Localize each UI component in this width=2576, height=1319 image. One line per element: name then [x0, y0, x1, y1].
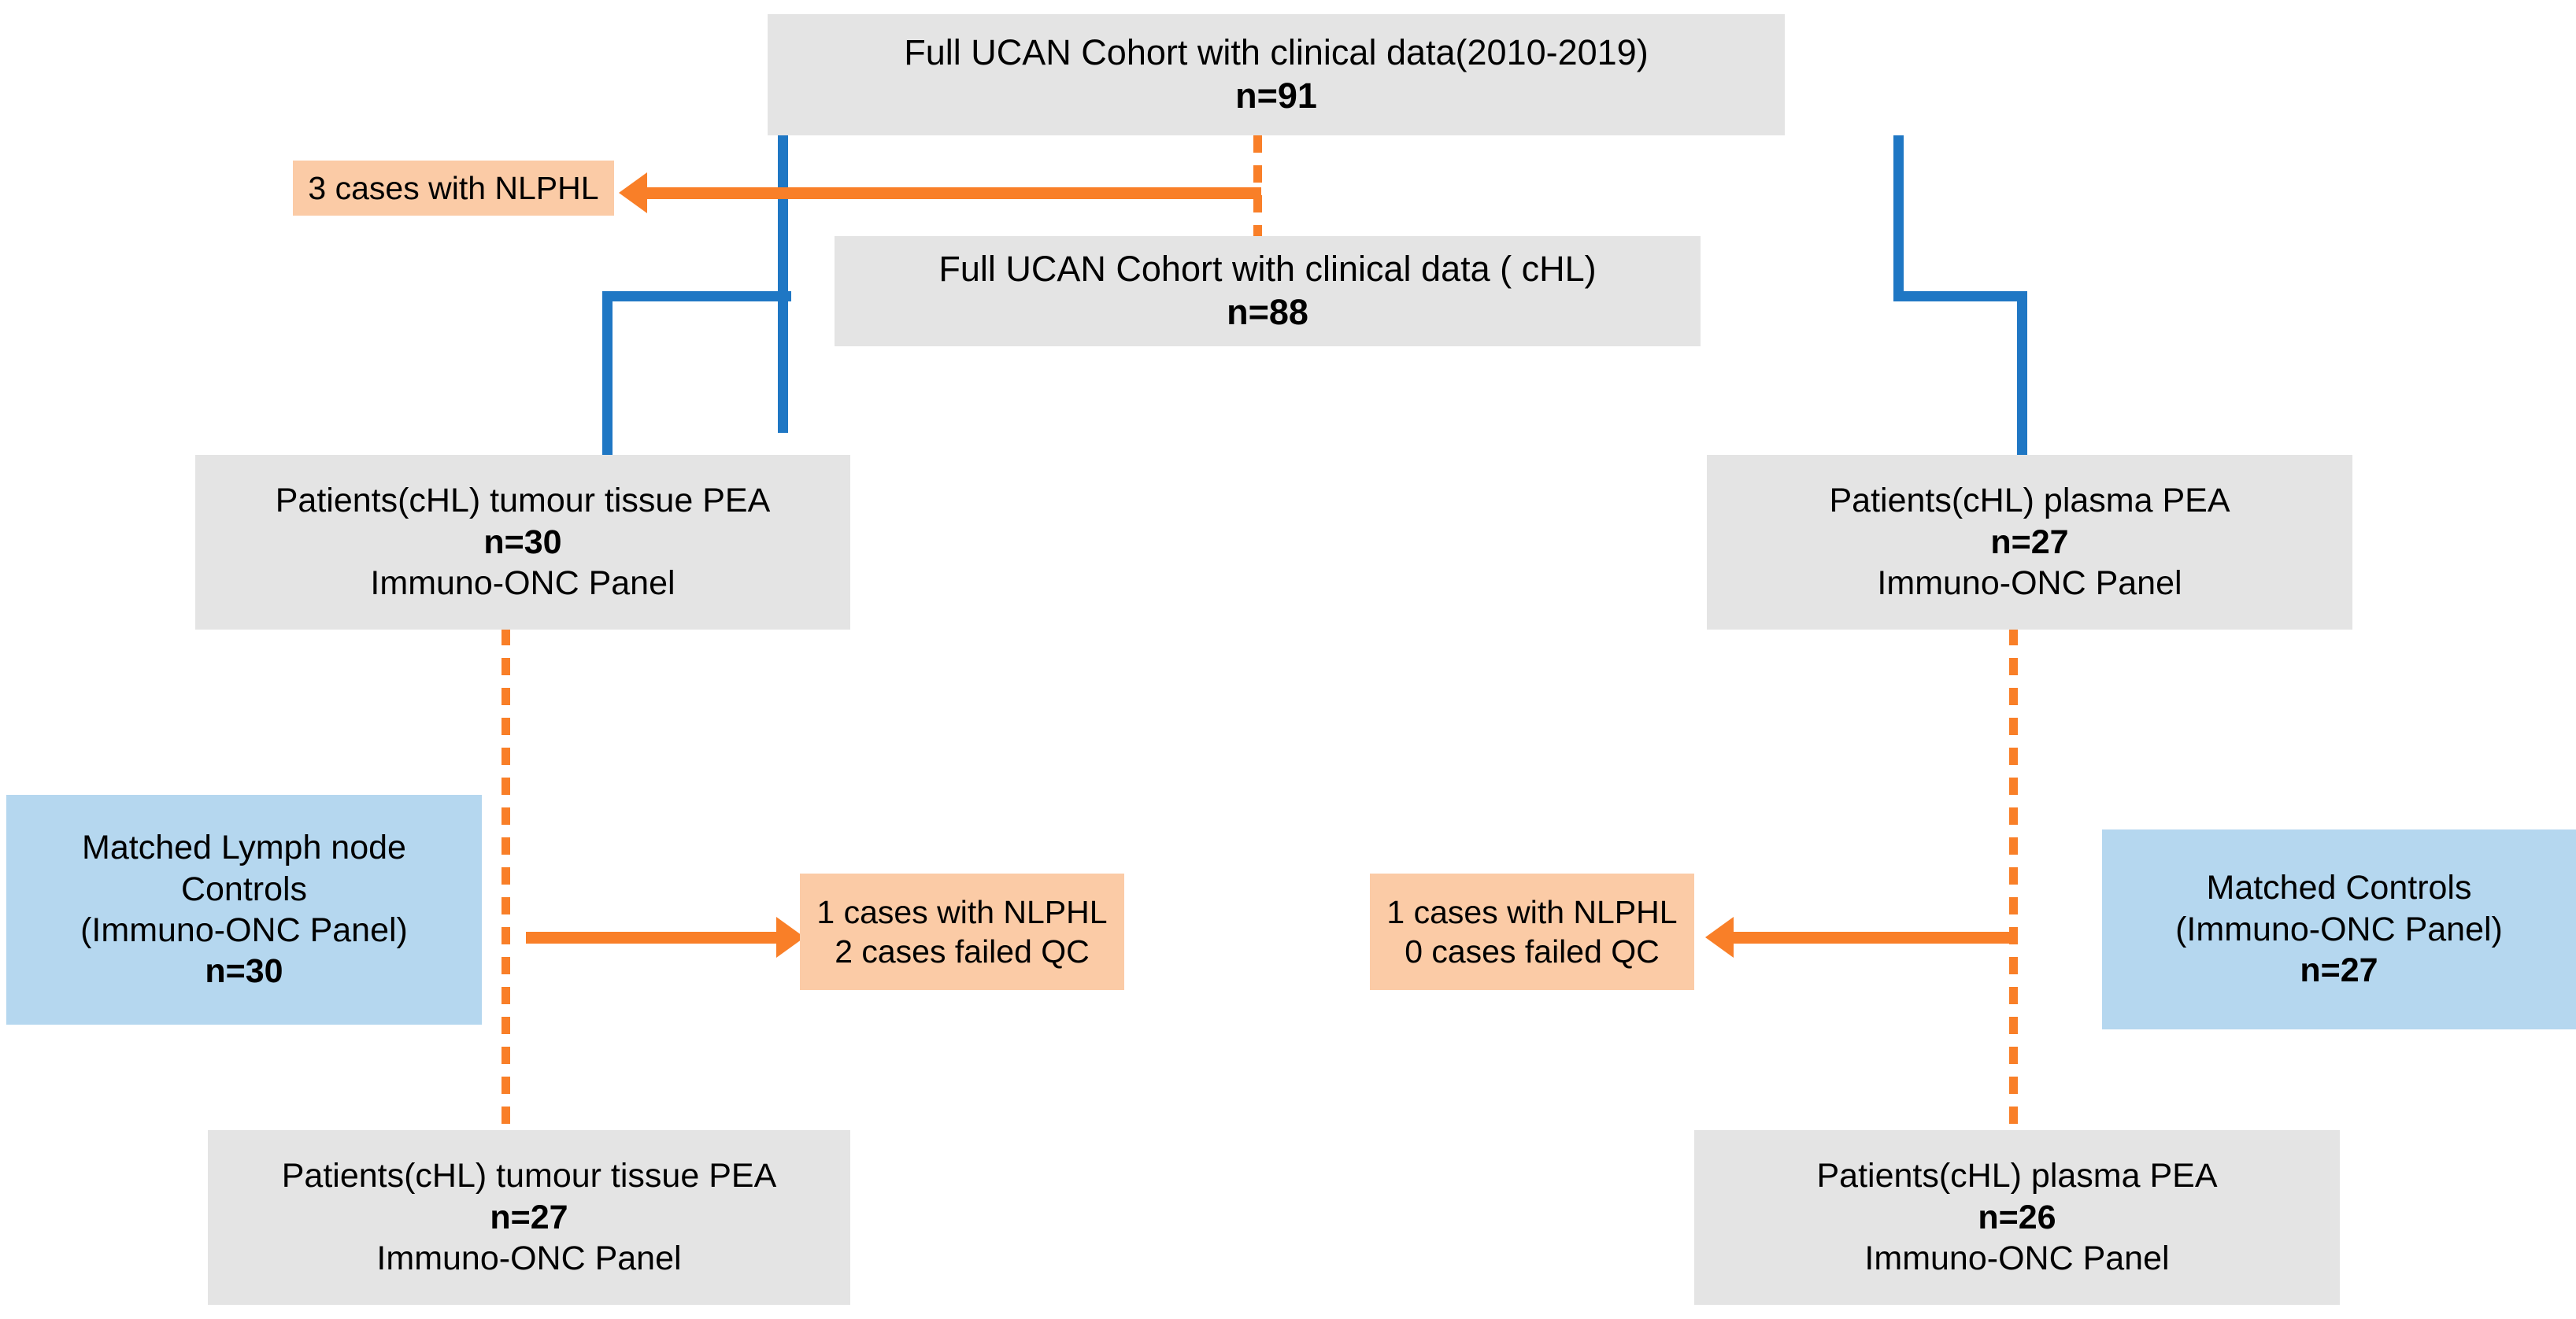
node-plasma-pea: Patients(cHL) plasma PEA n=27 Immuno-ONC… — [1707, 455, 2352, 630]
node-exclusion-left: 1 cases with NLPHL 2 cases failed QC — [800, 874, 1124, 990]
node-plasma-pea-line1: Patients(cHL) plasma PEA — [1829, 482, 2230, 520]
connector-chl-branch-right — [1893, 291, 2027, 301]
node-matched-lymph-controls-line2: Controls — [180, 870, 308, 908]
node-plasma-pea-final: Patients(cHL) plasma PEA n=26 Immuno-ONC… — [1694, 1130, 2340, 1305]
node-plasma-pea-line2: n=27 — [1990, 523, 2069, 561]
node-exclusion-right: 1 cases with NLPHL 0 cases failed QC — [1370, 874, 1694, 990]
node-exclusion-left-line2: 2 cases failed QC — [835, 933, 1090, 970]
connector-branch-to-tumour-box — [602, 291, 613, 456]
node-tumour-tissue-pea: Patients(cHL) tumour tissue PEA n=30 Imm… — [195, 455, 850, 630]
node-plasma-pea-final-line2: n=26 — [1978, 1198, 2056, 1236]
arrow-shaft-top-exclusion — [646, 187, 1261, 199]
node-matched-lymph-controls: Matched Lymph node Controls (Immuno-ONC … — [6, 795, 482, 1025]
arrow-shaft-right-exclusion — [1732, 932, 2011, 944]
node-full-cohort-line1: Full UCAN Cohort with clinical data(2010… — [904, 32, 1649, 73]
node-exclusion-top: 3 cases with NLPHL — [293, 161, 614, 216]
node-exclusion-top-line1: 3 cases with NLPHL — [308, 169, 599, 206]
node-exclusion-right-line2: 0 cases failed QC — [1405, 933, 1660, 970]
node-tumour-tissue-pea-final: Patients(cHL) tumour tissue PEA n=27 Imm… — [208, 1130, 850, 1305]
node-matched-controls-line3: n=27 — [2300, 951, 2378, 990]
node-exclusion-left-line1: 1 cases with NLPHL — [816, 893, 1108, 930]
node-tumour-tissue-pea-line1: Patients(cHL) tumour tissue PEA — [275, 482, 771, 520]
arrow-shaft-left-exclusion — [526, 932, 779, 944]
arrow-head-top-exclusion — [619, 172, 647, 213]
node-tumour-tissue-pea-final-line3: Immuno-ONC Panel — [376, 1240, 682, 1278]
node-matched-lymph-controls-line4: n=30 — [205, 952, 283, 991]
connector-top-to-chl-left — [778, 135, 788, 433]
node-full-cohort-line2: n=91 — [1235, 76, 1317, 116]
node-chl-cohort-line1: Full UCAN Cohort with clinical data ( cH… — [938, 249, 1597, 290]
node-chl-cohort: Full UCAN Cohort with clinical data ( cH… — [835, 236, 1701, 346]
node-tumour-tissue-pea-line2: n=30 — [483, 523, 562, 561]
node-matched-controls-line2: (Immuno-ONC Panel) — [2175, 910, 2503, 948]
connector-branch-to-plasma-box — [2017, 291, 2027, 456]
node-exclusion-right-line1: 1 cases with NLPHL — [1386, 893, 1678, 930]
node-full-cohort: Full UCAN Cohort with clinical data(2010… — [768, 14, 1785, 135]
node-matched-controls: Matched Controls (Immuno-ONC Panel) n=27 — [2102, 829, 2576, 1029]
node-tumour-tissue-pea-final-line2: n=27 — [490, 1198, 568, 1236]
node-matched-lymph-controls-line3: (Immuno-ONC Panel) — [80, 911, 408, 949]
node-tumour-tissue-pea-line3: Immuno-ONC Panel — [370, 564, 675, 603]
node-plasma-pea-final-line3: Immuno-ONC Panel — [1864, 1240, 2170, 1278]
dashed-connector-tumour-flow — [502, 628, 510, 1132]
connector-top-to-chl-right — [1893, 135, 1904, 301]
node-tumour-tissue-pea-final-line1: Patients(cHL) tumour tissue PEA — [281, 1157, 777, 1195]
arrow-head-right-exclusion — [1705, 917, 1734, 958]
node-plasma-pea-line3: Immuno-ONC Panel — [1877, 564, 2182, 603]
node-plasma-pea-final-line1: Patients(cHL) plasma PEA — [1816, 1157, 2218, 1195]
node-chl-cohort-line2: n=88 — [1227, 292, 1308, 332]
node-matched-controls-line1: Matched Controls — [2206, 869, 2472, 907]
dashed-connector-plasma-flow — [2009, 628, 2018, 1132]
connector-chl-branch-left — [602, 291, 791, 301]
node-matched-lymph-controls-line1: Matched Lymph node — [82, 829, 406, 867]
